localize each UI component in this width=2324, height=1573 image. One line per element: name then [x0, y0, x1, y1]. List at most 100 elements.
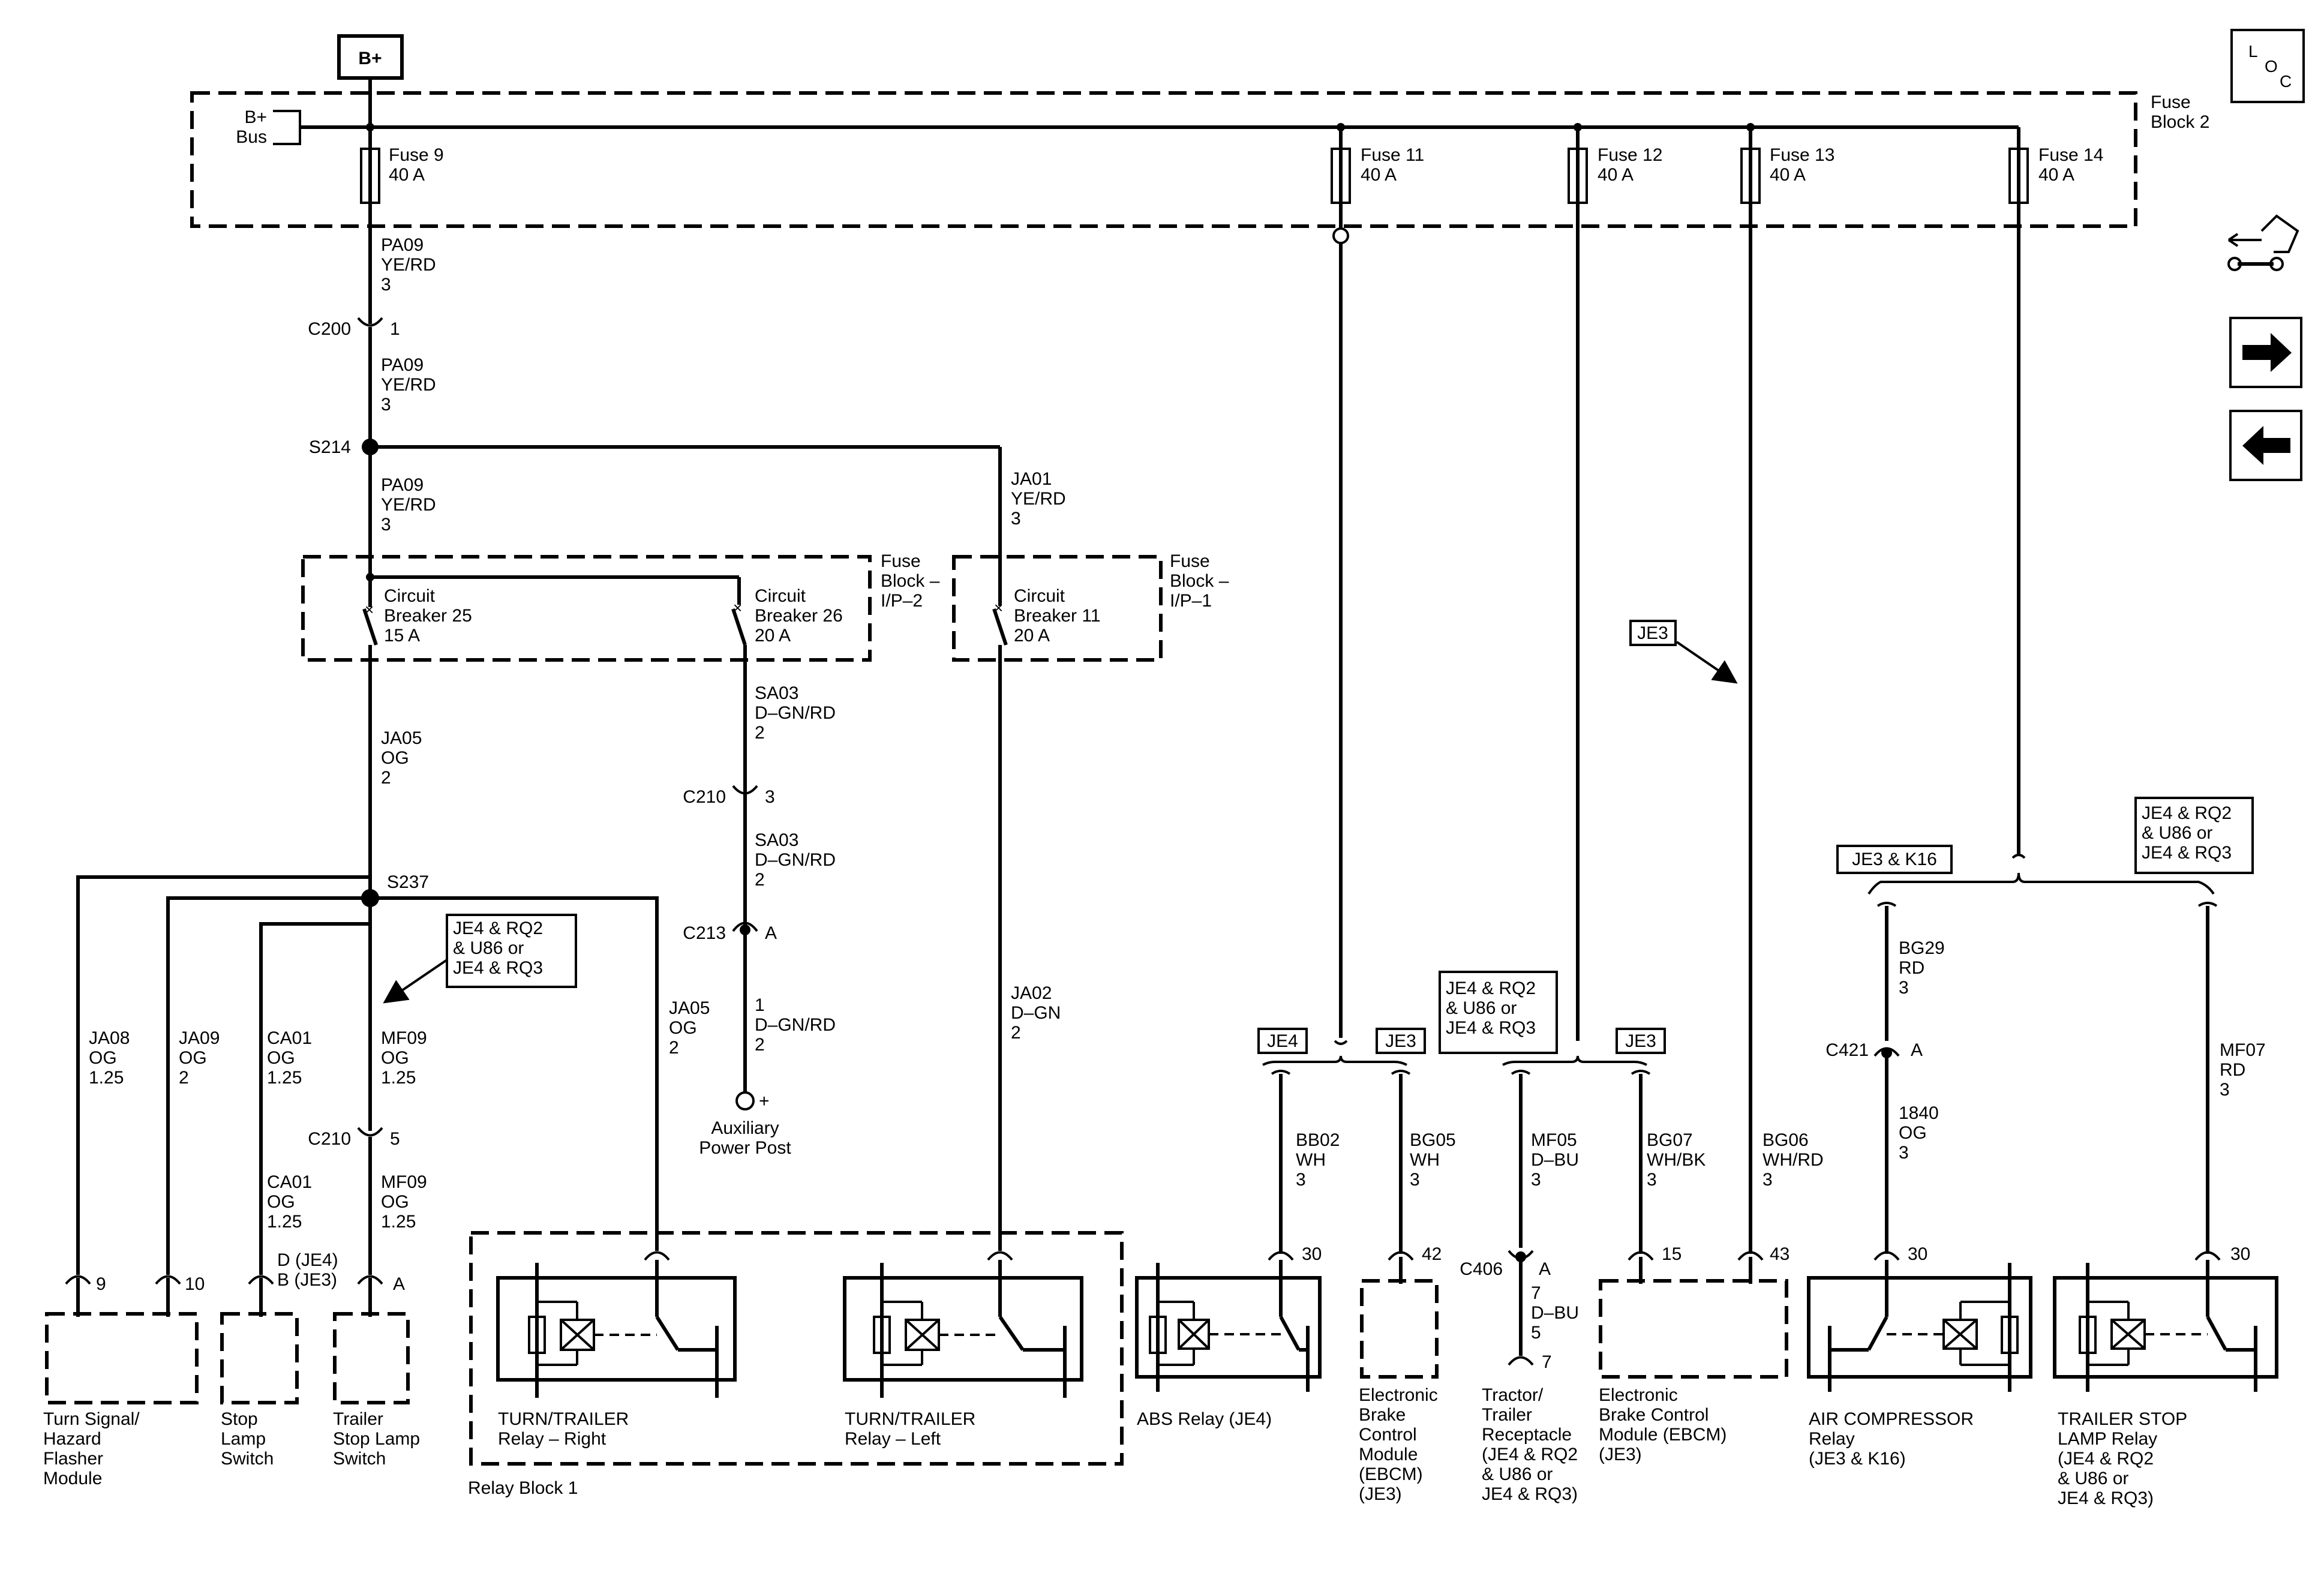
- je4-option: JE4: [1267, 1031, 1298, 1051]
- c210-pin-a: 3: [765, 787, 775, 807]
- loc-icon[interactable]: L O C: [2230, 29, 2305, 103]
- pin-10: 10: [185, 1274, 205, 1294]
- fuse-12-symbol: [1568, 148, 1588, 204]
- circuit-breaker-26-symbol: [731, 608, 747, 646]
- component-view-icon[interactable]: [2227, 214, 2299, 271]
- turn-signal-flasher-module: [45, 1312, 199, 1404]
- splice-s237-label: S237: [387, 872, 429, 892]
- next-page-arrow-icon[interactable]: [2229, 317, 2302, 388]
- je3-option-a: JE3: [1385, 1031, 1416, 1051]
- pin-30-air: 30: [1908, 1244, 1927, 1264]
- je4-rq-option-box-right: [2134, 797, 2254, 874]
- je3-option-b: JE3: [1625, 1031, 1656, 1051]
- pin-42: 42: [1422, 1244, 1442, 1264]
- c210-connector-a: C210: [683, 787, 726, 807]
- c213-connector: C213: [683, 923, 726, 943]
- pin-30-abs: 30: [1302, 1244, 1322, 1264]
- c421-connector: C421: [1825, 1040, 1869, 1060]
- fuse-block-ip2-outline: [301, 555, 872, 662]
- je3-k16-option: JE3 & K16: [1852, 849, 1937, 869]
- svg-text:C: C: [2280, 72, 2292, 91]
- turn-trailer-relay-left: [843, 1251, 1083, 1398]
- c210-pin-b: 5: [390, 1129, 400, 1149]
- je3-k16-option-box: [1836, 845, 1953, 874]
- bus-label: B+Bus: [236, 107, 267, 147]
- air-compressor-relay: [1807, 1251, 2032, 1392]
- fuse-11-symbol: [1331, 148, 1351, 204]
- je3-note: JE3: [1637, 623, 1668, 643]
- battery-positive-label: B+: [358, 49, 382, 68]
- aux-plus-sign: +: [759, 1091, 770, 1111]
- relay-block-1-label: Relay Block 1: [468, 1478, 578, 1498]
- svg-text:L: L: [2248, 42, 2258, 61]
- pin-a-trailer: A: [393, 1274, 405, 1294]
- c213-pin: A: [765, 923, 777, 943]
- pin-30-trailer: 30: [2230, 1244, 2250, 1264]
- svg-text:O: O: [2265, 57, 2278, 76]
- pin-15: 15: [1662, 1244, 1682, 1264]
- fuse-13-symbol: [1740, 148, 1761, 204]
- pin-9: 9: [96, 1274, 106, 1294]
- circuit-breaker-25-symbol: [362, 608, 378, 646]
- turn-trailer-relay-right: [496, 1251, 737, 1398]
- abs-relay: [1135, 1251, 1322, 1392]
- je3-option-box-b: [1616, 1028, 1666, 1054]
- relay-block-1-outline: [469, 1231, 1124, 1466]
- s237-option-box: [446, 914, 577, 988]
- je4-rq-option-box-mid: [1439, 971, 1558, 1054]
- ebcm-je3-module: [1360, 1279, 1439, 1379]
- trailer-stop-lamp-relay: [2053, 1251, 2278, 1392]
- splice-s214-label: S214: [309, 437, 351, 457]
- fuse-9-symbol: [360, 148, 380, 204]
- auxiliary-power-post-terminal: [735, 1091, 755, 1110]
- fuse-block-ip1-outline: [952, 555, 1163, 662]
- ebcm-module-2: [1599, 1279, 1788, 1379]
- fuse-block-2-outline: [190, 91, 2137, 228]
- previous-page-arrow-icon[interactable]: [2229, 410, 2302, 481]
- c406-connector: C406: [1460, 1259, 1503, 1279]
- pin-43: 43: [1770, 1244, 1789, 1264]
- circuit-breaker-11-symbol: [992, 608, 1008, 646]
- c200-pin: 1: [390, 319, 400, 339]
